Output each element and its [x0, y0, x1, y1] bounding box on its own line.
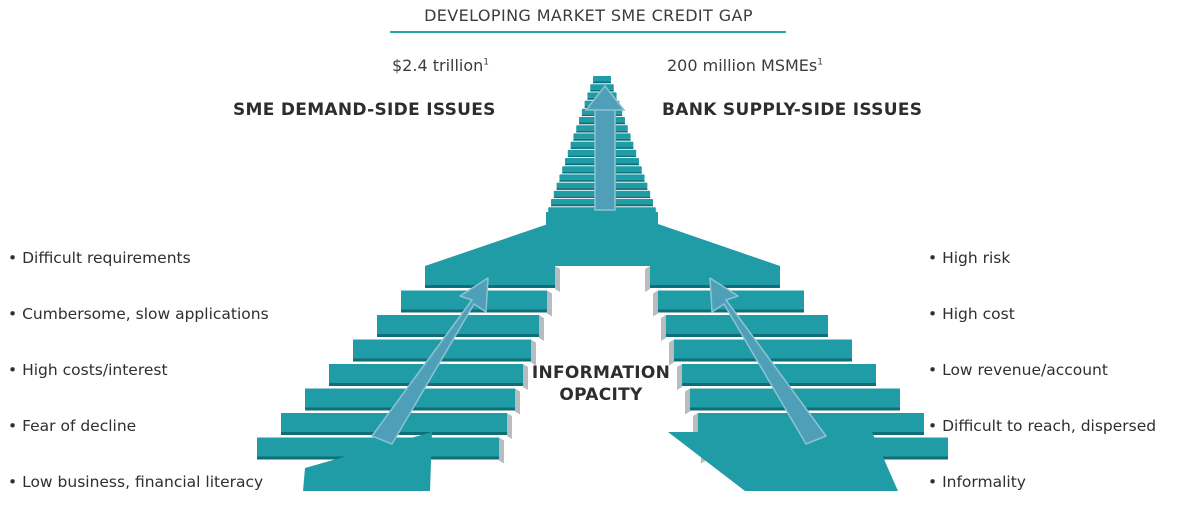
- stair-step-edge: [425, 285, 555, 288]
- list-item: Low revenue/account: [928, 360, 1156, 416]
- right-staircase: [645, 266, 948, 491]
- right-diagonal-arrow: [709, 277, 827, 445]
- list-item: High risk: [928, 248, 1156, 304]
- stair-riser-side: [555, 266, 560, 292]
- stair-riser-side: [661, 315, 666, 341]
- list-item: Cumbersome, slow applications: [8, 304, 269, 360]
- diagram-title: DEVELOPING MARKET SME CREDIT GAP: [424, 6, 753, 25]
- supply-side-heading: BANK SUPPLY-SIDE ISSUES: [662, 100, 923, 120]
- credit-gap-value: $2.4 trillion: [392, 56, 484, 75]
- credit-gap-stat: $2.4 trillion1: [392, 56, 489, 75]
- list-item: Difficult requirements: [8, 248, 269, 304]
- stair-riser-side: [523, 364, 528, 390]
- demand-side-issue-list: Difficult requirements Cumbersome, slow …: [8, 248, 269, 528]
- list-item: High costs/interest: [8, 360, 269, 416]
- supply-side-issue-list: High risk High cost Low revenue/account …: [928, 248, 1156, 528]
- stair-riser-side: [547, 290, 552, 317]
- list-item: Low business, financial literacy: [8, 472, 269, 528]
- stair-step: [658, 290, 804, 313]
- list-item: Informality: [928, 472, 1156, 528]
- stair-riser-side: [669, 339, 674, 366]
- stair-foot: [668, 432, 898, 491]
- information-opacity-label: INFORMATION OPACITY: [509, 362, 693, 406]
- stair-riser-side: [499, 437, 504, 464]
- center-label-line: OPACITY: [559, 385, 643, 405]
- center-label-line: INFORMATION: [531, 363, 671, 383]
- title-underline: [390, 31, 786, 33]
- msme-count-value: 200 million MSMEs: [667, 56, 818, 75]
- msme-count-footnote: 1: [817, 57, 823, 68]
- list-item: Fear of decline: [8, 416, 269, 472]
- upper-step: [590, 84, 614, 90]
- upper-up-arrow: [584, 84, 626, 211]
- stair-step-edge: [377, 334, 539, 337]
- landing-trapezoid: [425, 224, 780, 266]
- stair-foot: [303, 432, 432, 491]
- upper-base-step: [546, 212, 658, 226]
- msme-count-stat: 200 million MSMEs1: [667, 56, 823, 75]
- stair-riser-side: [539, 315, 544, 341]
- stair-riser-side: [685, 388, 690, 415]
- list-item: Difficult to reach, dispersed: [928, 416, 1156, 472]
- demand-side-heading: SME DEMAND-SIDE ISSUES: [233, 100, 496, 120]
- stair-step: [650, 266, 780, 288]
- stair-riser-side: [515, 388, 520, 415]
- credit-gap-footnote: 1: [483, 57, 490, 68]
- upper-step: [593, 76, 611, 82]
- upper-step-edge: [593, 81, 611, 84]
- stair-riser-side: [653, 290, 658, 317]
- stair-riser-side: [645, 266, 650, 292]
- stair-step: [425, 266, 555, 288]
- stair-step: [666, 315, 828, 337]
- left-diagonal-arrow: [371, 277, 489, 445]
- list-item: High cost: [928, 304, 1156, 360]
- stair-riser-side: [677, 364, 682, 390]
- stair-step-edge: [401, 309, 547, 313]
- staircase-diagram: [257, 76, 948, 491]
- stair-riser-side: [507, 413, 512, 439]
- stair-riser-side: [531, 339, 536, 366]
